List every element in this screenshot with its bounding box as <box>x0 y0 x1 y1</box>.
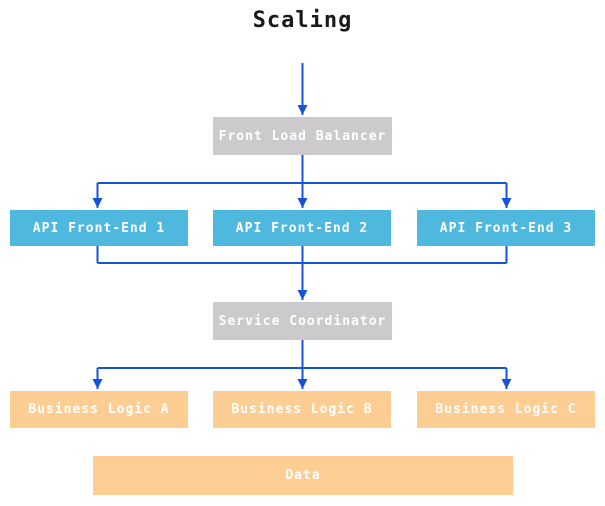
node-business-logic-b: Business Logic B <box>213 391 391 428</box>
node-api-front-end-3: API Front-End 3 <box>417 210 595 246</box>
node-business-logic-c: Business Logic C <box>417 391 595 428</box>
node-business-logic-c-label: Business Logic C <box>435 402 577 417</box>
node-business-logic-a: Business Logic A <box>10 391 188 428</box>
node-api-front-end-3-label: API Front-End 3 <box>439 220 573 236</box>
node-api-front-end-2: API Front-End 2 <box>213 210 391 246</box>
node-api-front-end-1: API Front-End 1 <box>10 210 188 246</box>
node-front-load-balancer-label: Front Load Balancer <box>218 128 387 144</box>
node-business-logic-a-label: Business Logic A <box>28 402 170 417</box>
node-business-logic-b-label: Business Logic B <box>231 402 373 417</box>
node-api-front-end-2-label: API Front-End 2 <box>235 220 369 236</box>
branch-line-flb-to-api <box>97 155 507 184</box>
node-data-label: Data <box>285 468 321 483</box>
node-api-front-end-1-label: API Front-End 1 <box>32 220 166 236</box>
node-data: Data <box>93 456 513 495</box>
node-front-load-balancer: Front Load Balancer <box>213 117 392 155</box>
node-service-coordinator: Service Coordinator <box>213 302 392 340</box>
node-service-coordinator-label: Service Coordinator <box>218 313 387 329</box>
diagram-title: Scaling <box>252 8 353 33</box>
